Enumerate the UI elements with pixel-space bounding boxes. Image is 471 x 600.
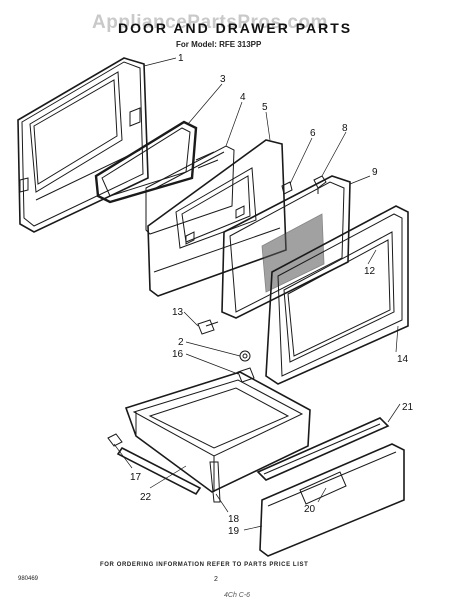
callout-6: 6 <box>310 128 316 139</box>
diagram-title: DOOR AND DRAWER PARTS <box>118 20 353 36</box>
callout-22: 22 <box>140 492 152 503</box>
door-clip <box>281 181 293 195</box>
document-code: 980469 <box>18 576 39 582</box>
callout-8: 8 <box>342 123 348 134</box>
callout-leader-lines <box>113 57 401 531</box>
drawer-stop <box>237 367 255 383</box>
callout-12: 12 <box>364 266 376 277</box>
callout-21: 21 <box>402 402 414 413</box>
door-latch <box>197 319 219 335</box>
door-gasket <box>94 120 198 204</box>
page-number: 2 <box>214 576 218 583</box>
callout-2: 2 <box>178 337 184 348</box>
inner-door-glass <box>145 145 235 235</box>
callout-17: 17 <box>130 472 142 483</box>
callout-14: 14 <box>397 354 409 365</box>
callout-5: 5 <box>262 102 268 113</box>
drawer-glide <box>107 433 123 447</box>
callout-3: 3 <box>220 74 226 85</box>
callout-18: 18 <box>228 514 240 525</box>
drawer-side-rail <box>116 446 202 496</box>
ordering-note: FOR ORDERING INFORMATION REFER TO PARTS … <box>100 562 309 568</box>
callout-19: 19 <box>228 526 240 537</box>
handwritten-note: 4Ch C-6 <box>224 592 251 599</box>
model-number: For Model: RFE 313PP <box>176 40 262 49</box>
door-frame-and-glass <box>265 205 409 385</box>
callout-13: 13 <box>172 307 184 318</box>
callout-4: 4 <box>240 92 246 103</box>
callout-9: 9 <box>372 167 378 178</box>
storage-drawer <box>124 371 311 493</box>
door-window-screen <box>221 175 351 319</box>
drawer-front-panel <box>209 443 405 557</box>
callout-numbers: 1 3 4 5 6 8 9 12 13 14 2 16 17 22 18 19 … <box>130 53 414 537</box>
drawer-rear-support <box>256 417 390 481</box>
drawer-roller <box>239 350 251 362</box>
callout-1: 1 <box>178 53 184 64</box>
callout-20: 20 <box>304 504 316 515</box>
watermark-text: AppliancePartsPros.com <box>92 12 328 33</box>
callout-16: 16 <box>172 349 184 360</box>
outer-door-panel <box>17 57 149 233</box>
